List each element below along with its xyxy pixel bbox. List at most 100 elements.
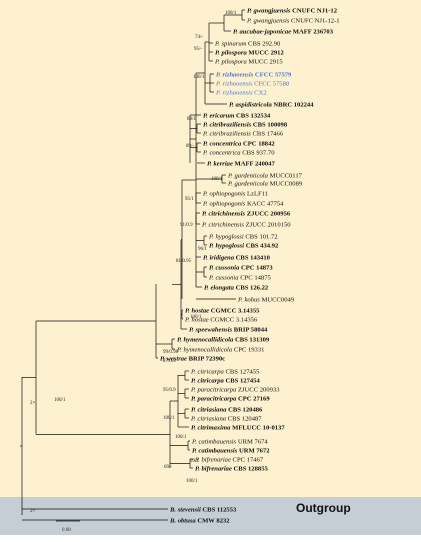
species-name: P. gardeniicola [227,180,270,187]
tip-label: P. iridigena CBS 143410 [203,254,271,261]
support-value: 95/- [194,47,202,52]
tip-label: P. kobus MUCC0049 [237,296,295,303]
species-name: P. speewahensis [189,326,234,333]
species-name: P. kerriae [207,160,235,167]
tip-label: P. citrichinensis ZJUCC 2010150 [201,221,291,228]
species-name: P. gwangjuensis [247,7,292,14]
tip-label: P. citriasiana CBS 120487 [190,415,262,422]
support-value: 96/1 [198,247,207,252]
species-name: P. hostae [185,307,211,314]
strain-id: CGMCC 3.14355 [211,307,260,314]
support-value: 100/1 [225,11,237,16]
species-name: B. stevensii [169,506,202,513]
strain-id: CMW 8232 [197,517,230,524]
support-value: 99/1 [190,459,199,464]
support-value: 2× [30,509,36,514]
species-name: P. gwangjuensis [246,17,291,24]
strain-id: CBS 17466 [253,130,284,137]
tip-label: P. hymenocallidicola CBS 131309 [177,336,270,343]
species-name: P. citrichinensis [202,210,247,217]
strain-id: CBS 120486 [228,406,263,413]
strain-id: CBS 127454 [226,377,261,384]
support-value: 95/0.9 [163,388,176,393]
strain-id: CX2 [254,89,266,96]
tip-label: P. citribraziliensis CBS 17466 [202,130,284,137]
strain-id: MAFF 240047 [235,160,276,167]
species-name: P. aucubae-japonicae [233,28,293,35]
support-value: 100/1 [186,479,198,484]
strain-id: CBS 131309 [235,336,270,343]
tip-label: B. obtusa CMW 8232 [169,517,230,524]
support-value: 69/- [164,465,172,470]
species-name: P. rizhaoensis [215,89,254,96]
strain-id: CPC 14873 [241,264,273,271]
species-name: P. catimbauensis [191,438,238,445]
strain-id: CPC 17467 [233,456,264,463]
tip-label: P. ophiopogonis LzLF11 [202,190,268,197]
tip-label: P. ophiopogonis KACC 47754 [202,200,284,207]
species-name: P. concentrica [202,149,242,156]
tip-label: P. cussonia CPC 14875 [208,274,272,281]
species-name: P. iridigena [203,254,236,261]
species-name: P. hostae [184,316,210,323]
species-name: P. rizhaoensis [215,80,254,87]
strain-id: ZJUCC 200933 [238,386,280,393]
strain-id: MUCC 2915 [248,58,283,65]
species-name: P. hymenocallidicola [177,336,235,343]
strain-id: CGMCC 3.14356 [210,316,258,323]
strain-id: CNUFC NJ1-12 [292,7,338,14]
tip-label: P. catimbauensis URM 7674 [191,438,268,445]
strain-id: CBS 434.92 [246,242,279,249]
tip-label: P. speewahensis BRIP 58044 [189,326,268,333]
support-value: 88/1 [187,117,196,122]
tip-label: P. hostae CGMCC 3.14355 [185,307,260,314]
strain-id: CBS 126.22 [236,284,269,291]
species-name: P. citrimaxima [191,424,232,431]
tip-label: B. stevensii CBS 112553 [169,506,237,513]
strain-id: CFCC 57579 [255,71,292,78]
tip-label: P. bifrenariae CPC 17467 [194,456,264,463]
species-name: P. hymenocallidicola [176,346,234,353]
tip-label: P. rizhaoensis CX2 [215,89,267,96]
support-value: 91/0.9 [180,223,193,228]
support-value: 100/1 [175,435,187,440]
support-value: 87/0.9 [163,359,176,364]
strain-id: MUCC0117 [270,172,303,179]
species-name: P. pilospora [215,49,248,56]
species-name: P. bifrenariae [195,465,234,472]
strain-id: URM 7674 [238,438,269,445]
tip-label: P. ericarum CBS 132534 [203,112,271,119]
species-name: P. concentrica [203,140,243,147]
strain-id: CBS 100098 [253,121,288,128]
species-name: P. ericarum [203,112,236,119]
strain-id: CPC 27169 [238,395,270,402]
tip-label: P. pilospora MUCC 2912 [215,49,284,56]
species-name: P. elongata [204,284,236,291]
species-name: P. hypoglossi [209,242,246,249]
tip-label: P. cussonia CPC 14873 [209,264,273,271]
tree-branches [20,9,245,521]
support-value: 81/0.95 [176,259,192,264]
strain-id: CPC 18842 [243,140,275,147]
tip-label: P. hymenocallidicola CPC 19331 [176,346,264,353]
tip-label: P. paracitricarpa CPC 27169 [191,395,270,402]
species-name: P. ophiopogonis [202,190,247,197]
strain-id: CPC 19331 [234,346,265,353]
strain-id: LzLF11 [247,190,268,197]
species-name: P. citribraziliensis [202,130,253,137]
strain-id: CBS 292.90 [248,40,281,47]
species-name: P. rizhaoensis [216,71,255,78]
strain-id: KACC 47754 [247,200,284,207]
support-value: 89/- [186,144,194,149]
tip-label: P. gwangjuensis CNUFC NJ1-12-1 [246,17,340,24]
strain-id: CBS 120487 [228,415,263,422]
strain-id: CPC 14875 [240,274,271,281]
tip-label: P. paracitricarpa ZJUCC 200933 [190,386,280,393]
support-value: 100/1 [193,75,205,80]
species-name: P. catimbauensis [192,447,239,454]
species-name: P. pilospora [214,58,248,65]
species-name: P. spinarum [214,40,248,47]
strain-id: NBRC 102244 [273,101,314,108]
strain-id: URM 7672 [239,447,270,454]
